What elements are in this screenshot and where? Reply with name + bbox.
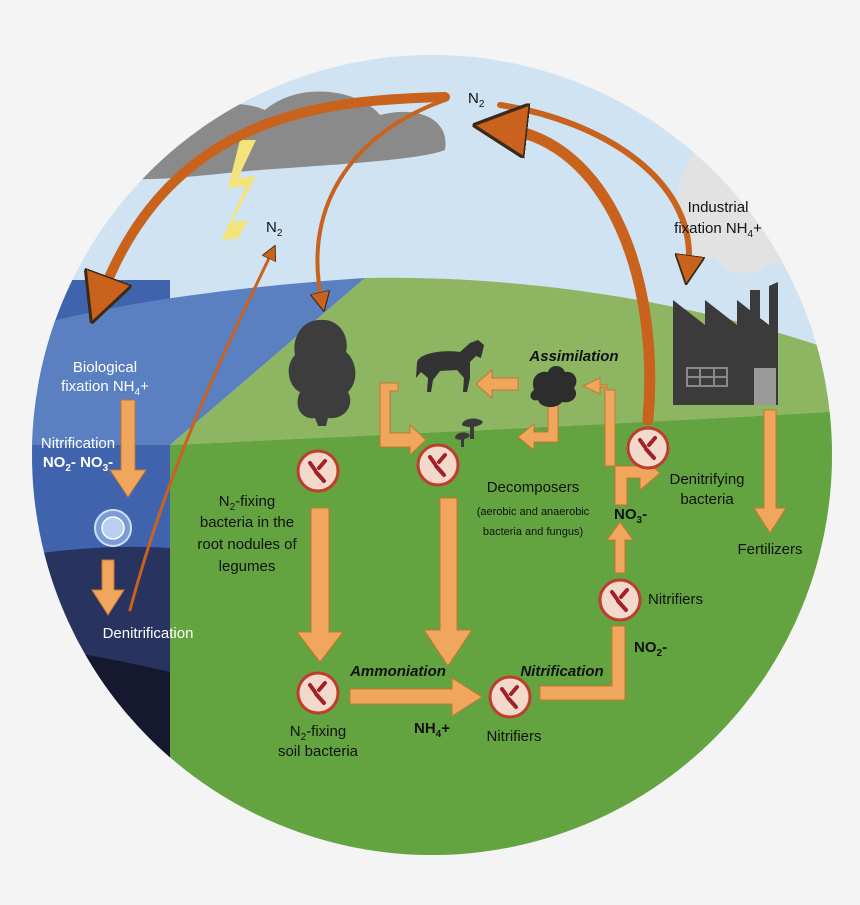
- water-bottom: [32, 640, 170, 855]
- bacteria-nitrifiers-right: [598, 578, 642, 622]
- label-industrial-2: fixation NH4+: [674, 220, 762, 240]
- bacteria-denitrifying: [626, 426, 670, 470]
- mushroom-icon: [455, 418, 483, 447]
- label-nitrification-soil: Nitrification: [520, 663, 603, 680]
- arrow-biological-to-nitrification: [109, 399, 147, 498]
- label-no3: NO3-: [614, 506, 647, 526]
- label-legume-line2: bacteria in the: [200, 514, 294, 531]
- grass-plant-icon: [530, 366, 577, 408]
- arrow-factory-to-fertilizers: [753, 409, 787, 534]
- arrow-nitrifiers-to-no3: [606, 521, 634, 574]
- label-denitrification: Denitrification: [103, 625, 194, 642]
- arrow-n2-to-industrial: [497, 102, 689, 270]
- label-no2-no3-water: NO2- NO3-: [43, 454, 113, 474]
- factory-icon: [673, 282, 778, 405]
- bacteria-legume-nodules: [296, 449, 340, 493]
- arrow-ammoniation: [349, 677, 483, 717]
- label-biological: Biological: [73, 359, 137, 376]
- label-decomposers: Decomposers: [487, 479, 580, 496]
- bacteria-nitrifiers-bottom: [488, 675, 532, 719]
- arrow-decomposers-to-nitrifiers: [423, 497, 473, 667]
- arrow-n2-to-biological: [100, 92, 450, 300]
- labels: N2 N2 Biological fixation NH4+ Nitrifica…: [41, 90, 803, 760]
- label-legume-line3: root nodules of: [197, 536, 297, 553]
- bacteria-decomposers: [416, 443, 460, 487]
- label-denitrifying-1: Denitrifying: [669, 471, 744, 488]
- label-denitrifying-2: bacteria: [680, 491, 734, 508]
- arrow-bubble-to-denitrification: [91, 559, 125, 616]
- label-legume-line1: N2-fixing: [219, 493, 275, 513]
- horse-icon: [416, 340, 484, 392]
- legume-tree-icon: [288, 319, 356, 426]
- bacteria-soil: [296, 671, 340, 715]
- bacteria-layer: [296, 426, 670, 719]
- label-nitrifiers-bottom: Nitrifiers: [487, 728, 542, 745]
- arrow-animals-to-decomposers: [379, 382, 427, 457]
- flow-arrows: [91, 368, 787, 717]
- arrow-nitrification: [539, 625, 626, 701]
- label-fertilizers: Fertilizers: [737, 541, 802, 558]
- label-soil-line1: N2-fixing: [290, 723, 346, 743]
- label-decomposers-note2: bacteria and fungus): [483, 526, 583, 538]
- atmospheric-arrows: [100, 92, 689, 612]
- arrow-legume-to-soil: [295, 507, 345, 663]
- label-biological-fixation: fixation NH4+: [61, 378, 149, 398]
- label-assimilation: Assimilation: [528, 348, 618, 365]
- label-ammoniation: Ammoniation: [349, 663, 446, 680]
- arrow-denitrifying-to-n2: [500, 128, 656, 426]
- arrow-no3-to-plants: [581, 377, 616, 467]
- arrow-plants-to-decomposers: [517, 399, 559, 452]
- water-microbe-icon: [94, 509, 132, 547]
- label-industrial-1: Industrial: [688, 199, 749, 216]
- label-n2-top: N2: [468, 90, 485, 110]
- label-soil-line2: soil bacteria: [278, 743, 359, 760]
- label-n2-left: N2: [266, 219, 283, 239]
- label-nh4: NH4+: [414, 720, 450, 740]
- label-nitrification-water: Nitrification: [41, 435, 115, 452]
- label-legume-line4: legumes: [219, 558, 276, 575]
- arrow-plants-to-animals: [475, 368, 519, 400]
- arrow-denitrification-to-n2: [128, 252, 272, 612]
- lightning-bolt: [205, 140, 256, 300]
- label-no2: NO2-: [634, 639, 667, 659]
- label-decomposers-note1: (aerobic and anaerobic: [477, 506, 590, 518]
- arrow-n2-to-legumes: [317, 98, 447, 302]
- label-nitrifiers-right: Nitrifiers: [648, 591, 703, 608]
